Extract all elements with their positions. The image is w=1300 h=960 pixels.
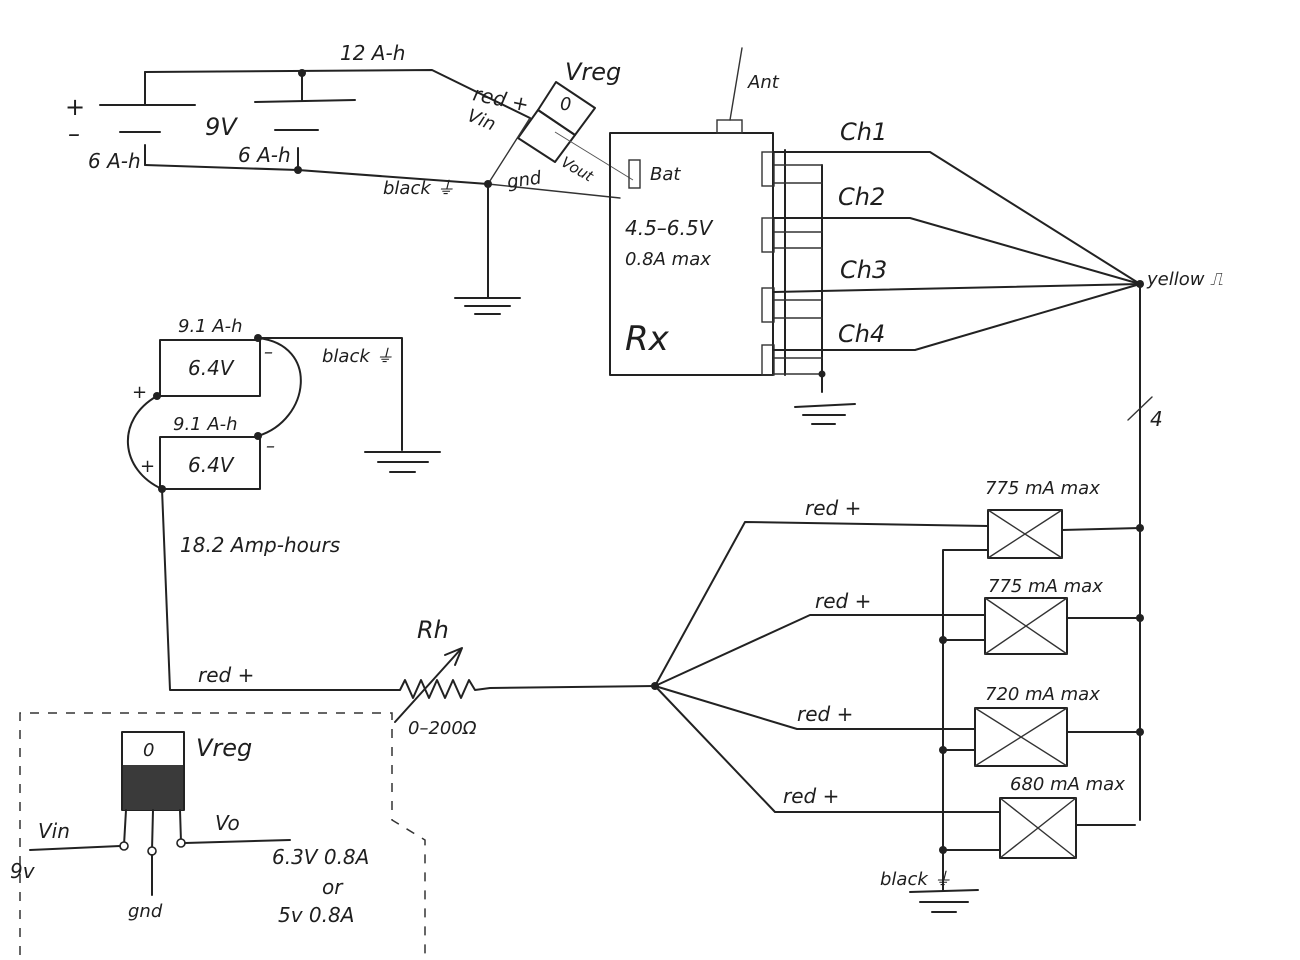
- battery-voltage-label: 9V: [205, 113, 238, 141]
- servo-4-max-label: 680 mA max: [1010, 774, 1125, 795]
- servo-2-max-label: 775 mA max: [988, 576, 1103, 597]
- inset-vin-value: 9v: [10, 859, 36, 883]
- servo-3-max-label: 720 mA max: [985, 684, 1100, 705]
- pack-plus-top: +: [132, 382, 147, 403]
- battery-right-capacity-label: 6 A-h: [238, 143, 291, 167]
- bat-label: Bat: [650, 164, 681, 185]
- pack-minus-bottom: –: [266, 436, 275, 457]
- pin-terminal: [119, 841, 129, 851]
- pack-minus-top: –: [264, 342, 273, 363]
- vreg-inset: 0 Vreg Vin 9v Vo gnd 6.3V 0.8A or 5v 0.8…: [10, 712, 426, 955]
- antenna-base: [716, 119, 743, 134]
- battery-left-capacity-label: 6 A-h: [88, 149, 141, 173]
- battery-bottom-capacity: 9.1 A-h: [173, 414, 238, 435]
- inset-vin-label: Vin: [38, 819, 70, 843]
- channel-connector: [761, 151, 775, 187]
- servo-3-red-label: red +: [797, 702, 853, 726]
- inset-vreg-title: Vreg: [196, 734, 252, 762]
- servo-box: [984, 597, 1068, 655]
- servo-ground-label: black ⏚: [880, 869, 952, 890]
- battery-top-capacity-label: 12 A-h: [340, 41, 405, 65]
- battery-plus-label: +: [65, 93, 85, 121]
- rheostat-range: 0–200Ω: [408, 718, 477, 739]
- servo-1-max-label: 775 mA max: [985, 478, 1100, 499]
- vreg-top-black-gnd-label: black ⏚: [383, 178, 455, 199]
- vreg-top-tab-label: 0: [560, 94, 571, 115]
- servo-box: [987, 509, 1063, 559]
- ground-junction-dot: [484, 180, 492, 188]
- junction-dot: [939, 746, 947, 754]
- pack-plus-bottom: +: [140, 456, 155, 477]
- rheostat-name: Rh: [417, 616, 449, 644]
- bus-count-label: 4: [1150, 407, 1163, 431]
- inset-option-a: 6.3V 0.8A: [272, 845, 369, 869]
- pin-terminal: [147, 846, 157, 856]
- bat-connector: [628, 159, 641, 189]
- junction-dot: [298, 69, 306, 77]
- battery-top-capacity: 9.1 A-h: [178, 316, 243, 337]
- pack-black-gnd-label: black ⏚: [322, 346, 394, 367]
- battery-minus-label: –: [68, 120, 80, 148]
- vreg-top: 0 Vreg red + Vin gnd Vout black ⏚: [383, 58, 634, 315]
- channel-3-label: Ch3: [840, 256, 887, 284]
- battery-cell-top: [159, 339, 261, 397]
- channel-connector: [761, 287, 775, 323]
- servo-wiring: red + red + red + red + 775 mA max 775 m…: [651, 478, 1144, 913]
- junction-dot: [818, 370, 826, 378]
- channel-1-label: Ch1: [840, 118, 887, 146]
- junction-dot: [1136, 614, 1144, 622]
- junction-dot: [1136, 524, 1144, 532]
- inset-vreg-heatsink: [123, 765, 183, 810]
- servo-1-red-label: red +: [805, 496, 861, 520]
- junction-dot: [1136, 728, 1144, 736]
- servo-box: [999, 797, 1077, 859]
- pack-red-plus-label: red +: [198, 663, 254, 687]
- channel-connector: [761, 344, 775, 376]
- battery-top-voltage: 6.4V: [188, 356, 235, 380]
- rheostat: Rh 0–200Ω: [389, 616, 656, 739]
- vreg-top-gnd-label: gnd: [506, 167, 543, 193]
- vreg-top-title: Vreg: [565, 58, 621, 86]
- battery-bottom-voltage: 6.4V: [188, 453, 235, 477]
- junction-dot: [939, 636, 947, 644]
- pack-total-label: 18.2 Amp-hours: [180, 533, 340, 557]
- servo-2-red-label: red +: [815, 589, 871, 613]
- channel-2-label: Ch2: [838, 183, 885, 211]
- inset-vo-label: Vo: [215, 811, 240, 835]
- receiver: Ant Bat 4.5–6.5V 0.8A max Rx Ch1 Ch2 Ch3…: [609, 47, 1223, 821]
- rx-current-max-label: 0.8A max: [625, 249, 711, 270]
- battery-9v: 12 A-h 6 A-h 6 A-h 9V + –: [65, 41, 531, 185]
- signal-yellow-label: yellow ⎍: [1146, 269, 1223, 290]
- rx-name-label: Rx: [625, 319, 670, 359]
- vreg-top-vout-label: Vout: [558, 153, 597, 186]
- servo-4-red-label: red +: [783, 784, 839, 808]
- channel-4-label: Ch4: [838, 320, 885, 348]
- vreg-top-vin-label: Vin: [464, 105, 499, 135]
- inset-or-label: or: [322, 875, 344, 899]
- channel-connector: [761, 217, 775, 253]
- battery-cell-bottom: [159, 436, 261, 490]
- servo-box: [974, 707, 1068, 767]
- receiver-box: [609, 132, 774, 376]
- inset-vreg-tab: 0: [143, 740, 154, 761]
- junction-dot: [294, 166, 302, 174]
- pin-terminal: [176, 838, 186, 848]
- inset-gnd-label: gnd: [128, 901, 163, 922]
- rx-voltage-range-label: 4.5–6.5V: [625, 216, 714, 240]
- antenna-label: Ant: [747, 72, 780, 93]
- battery-pack: 6.4V 6.4V 9.1 A-h 9.1 A-h + + – – black …: [126, 316, 441, 691]
- inset-option-b: 5v 0.8A: [278, 903, 354, 927]
